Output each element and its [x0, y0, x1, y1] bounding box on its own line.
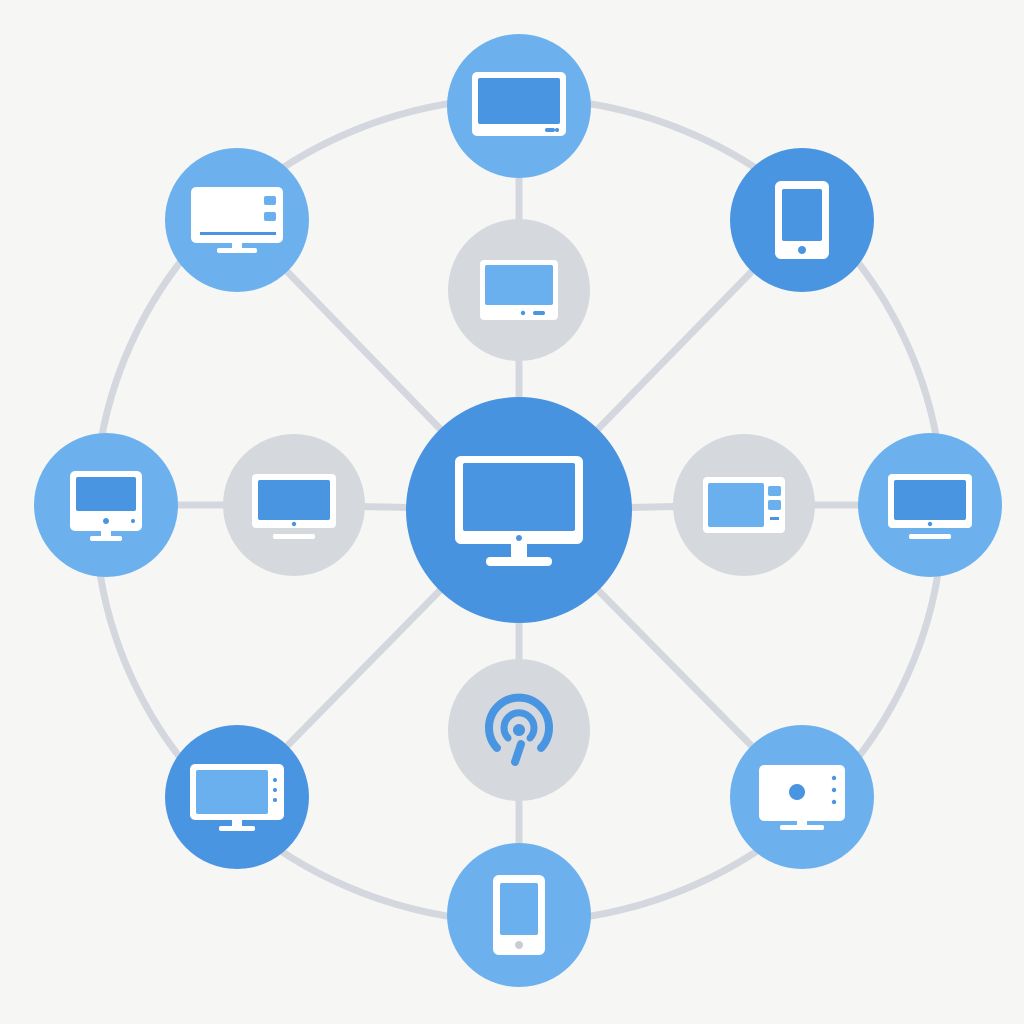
device-nodes: [34, 34, 1002, 987]
all-in-one-computer-icon: [70, 471, 142, 541]
node-inner-left: [223, 434, 365, 576]
microwave-icon: [703, 477, 785, 533]
smart-display-icon: [191, 187, 283, 253]
tablet-landscape-icon: [480, 260, 558, 320]
node-outer-top-right: [730, 148, 874, 292]
node-outer-top: [447, 34, 591, 178]
tablet-icon: [775, 181, 829, 259]
node-inner-bottom: [448, 659, 590, 801]
tv-icon: [472, 72, 566, 136]
node-outer-bottom-right: [730, 725, 874, 869]
node-outer-right: [858, 433, 1002, 577]
desktop-monitor-icon: [455, 456, 583, 566]
node-hub: [406, 397, 632, 623]
node-outer-bottom: [447, 843, 591, 987]
wireless-signal-icon: [485, 693, 553, 766]
speaker-monitor-icon: [759, 765, 845, 830]
laptop-icon: [888, 474, 972, 539]
node-inner-right: [673, 434, 815, 576]
node-outer-top-left: [165, 148, 309, 292]
node-outer-bottom-left: [165, 725, 309, 869]
phone-icon: [493, 875, 545, 955]
node-outer-left: [34, 433, 178, 577]
laptop-icon: [252, 474, 336, 539]
node-inner-top: [448, 219, 590, 361]
monitor-icon: [190, 764, 284, 831]
